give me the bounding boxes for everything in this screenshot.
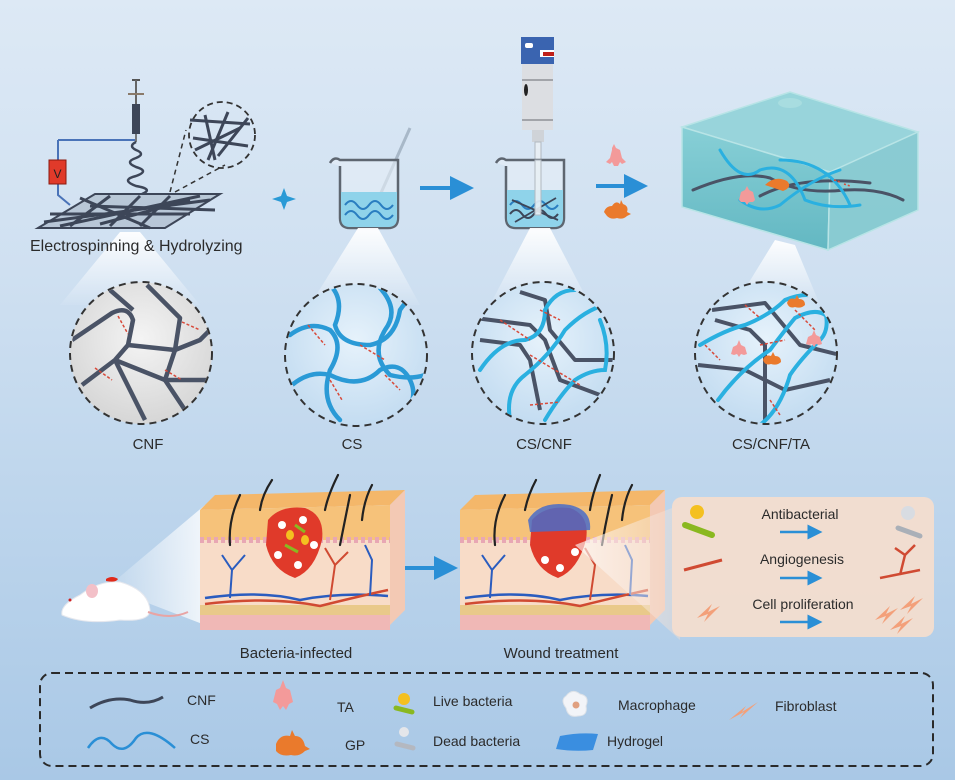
effects-panel-icons (682, 505, 923, 634)
fiber-mat (34, 193, 224, 230)
hydrogel-block (679, 91, 921, 252)
stage-label-treatment: Wound treatment (503, 645, 619, 662)
treated-skin-block (460, 473, 680, 640)
circle-label-cs-cnf: CS/CNF (516, 436, 572, 453)
macrophage-icon (562, 690, 588, 717)
legend-label-live-bacteria: Live bacteria (433, 693, 513, 709)
effect-label-angiogenesis: Angiogenesis (759, 551, 845, 567)
gp-molecule-icon (604, 200, 631, 219)
fibroblast-icon (875, 606, 898, 624)
fibroblast-icon (900, 596, 923, 614)
effect-label-antibacterial: Antibacterial (761, 506, 839, 522)
legend-box (39, 672, 934, 767)
ta-molecule-icon (273, 680, 293, 710)
circle-label-cnf: CNF (132, 436, 164, 453)
voltage-source-icon: V (48, 159, 67, 185)
polymer-jet-spiral (126, 140, 149, 196)
effect-label-cell-proliferation: Cell proliferation (752, 596, 854, 612)
syringe-icon (128, 79, 144, 142)
legend-label-fibroblast: Fibroblast (775, 698, 837, 714)
effects-panel (672, 497, 934, 637)
electrospinning-label: Electrospinning & Hydrolyzing (30, 238, 243, 255)
legend-label-hydrogel: Hydrogel (607, 733, 664, 749)
live-bacteria-icon (690, 505, 704, 519)
voltage-symbol: V (53, 167, 61, 181)
legend-label-dead-bacteria: Dead bacteria (433, 733, 521, 749)
rat-icon (61, 505, 205, 625)
ta-molecule-icon (606, 144, 626, 166)
electrospinning-setup: V (34, 79, 256, 230)
circle-label-cs-cnf-ta: CS/CNF/TA (731, 436, 811, 453)
cnf-fiber-icon (89, 695, 164, 710)
fibroblast-icon (697, 604, 720, 622)
infected-skin-block (200, 473, 405, 630)
dead-bacteria-icon (394, 727, 416, 751)
dead-bacteria-icon (901, 506, 915, 520)
homogenizer-icon (521, 37, 554, 223)
circle-label-cs: CS (341, 436, 363, 453)
fiber-zoom-callout (169, 101, 256, 193)
legend-label-ta: TA (337, 699, 354, 715)
cs-structure-circle (284, 283, 428, 427)
legend-label-cnf: CNF (187, 692, 216, 708)
legend-label-macrophage: Macrophage (618, 697, 696, 713)
cs-cnf-ta-structure-circle (694, 281, 838, 425)
stage-label-infected: Bacteria-infected (239, 645, 353, 662)
beaker-cs (328, 127, 412, 230)
vessel-icon (683, 558, 723, 572)
fibroblast-icon (729, 702, 758, 720)
live-bacteria-icon (393, 693, 415, 715)
cnf-structure-circle (69, 281, 213, 425)
cs-cnf-structure-circle (471, 281, 615, 425)
legend-label-cs: CS (190, 731, 210, 747)
branched-vessel-icon (879, 544, 921, 580)
hydrogel-icon (556, 733, 598, 751)
legend-label-gp: GP (345, 737, 366, 753)
gp-molecule-icon (276, 730, 310, 756)
plus-star-icon (272, 188, 296, 210)
beaker-cs-cnf (494, 157, 566, 230)
fibroblast-icon (890, 616, 913, 634)
cs-fiber-icon (86, 731, 176, 751)
